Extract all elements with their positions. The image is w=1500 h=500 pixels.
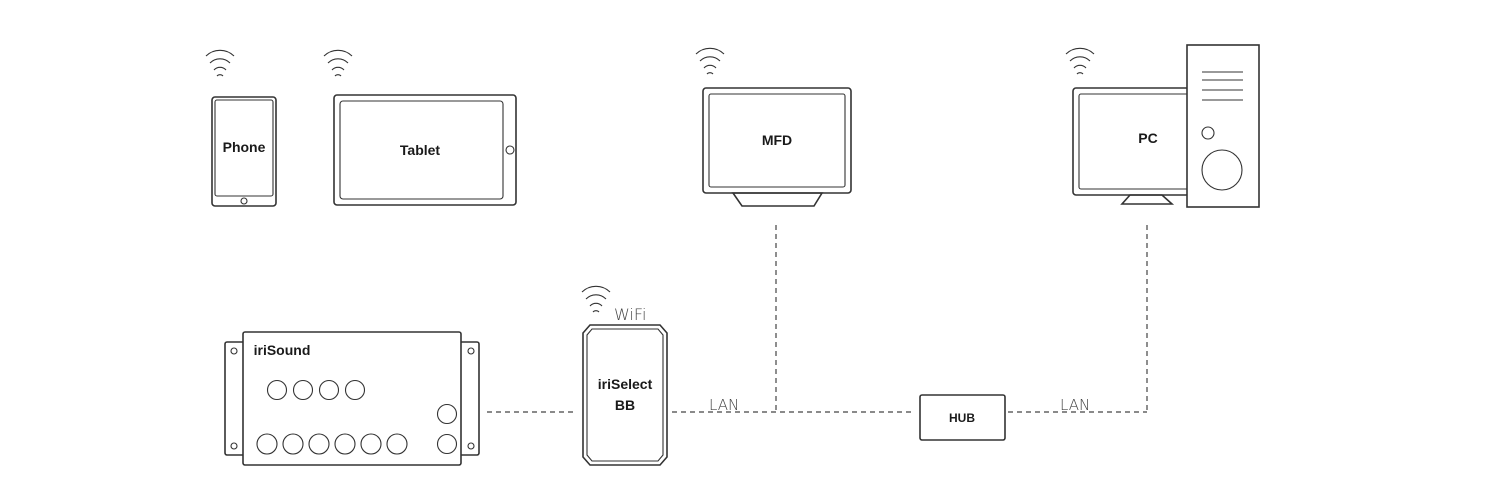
home-button-icon [505,145,515,155]
drive-icon [1201,149,1243,191]
pc-label: PC [1138,130,1157,146]
mfd-device: MFD [695,47,852,207]
pc-device: PC [1065,44,1260,208]
iriselect-device: WiFi iriSelect BB [581,285,668,466]
mfd-label: MFD [762,132,792,148]
home-button-icon [240,197,248,205]
wifi-label: WiFi [614,305,646,324]
phone-device: Phone [205,49,277,207]
phone-label: Phone [223,139,266,155]
wifi-icon [581,285,611,313]
lan-label-left: LAN [709,396,739,414]
iriselect-label-bb: BB [615,397,635,413]
power-button-icon [1201,126,1215,140]
hub-label: HUB [949,411,975,425]
wifi-icon [1065,47,1095,75]
mfd-stand [731,192,824,207]
lan-label-right: LAN [1060,396,1090,414]
iriselect-label: iriSelect [598,376,653,392]
tablet-label: Tablet [400,142,441,158]
irisound-label: iriSound [254,342,311,358]
irisound-device: iriSound [224,331,480,466]
tablet-device: Tablet [323,49,517,206]
wifi-icon [205,49,235,77]
hub-device: HUB [919,394,1006,441]
wifi-icon [695,47,725,75]
wifi-icon [323,49,353,77]
connector-ports [256,379,458,455]
